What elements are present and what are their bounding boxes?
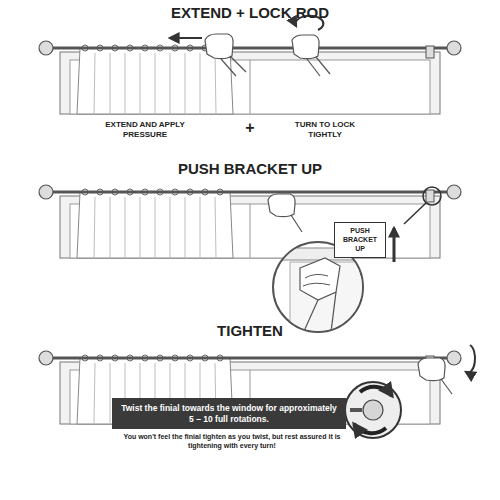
note-text: You won't feel the finial tighten as you…: [112, 433, 352, 450]
plus-sign: +: [235, 118, 265, 137]
step-caption: EXTEND AND APPLY PRESSURE: [95, 120, 195, 139]
section-heading: TIGHTEN: [0, 322, 500, 340]
section-heading: EXTEND + LOCK ROD: [0, 4, 500, 22]
section-heading: PUSH BRACKET UP: [0, 160, 500, 178]
instruction-box: Twist the finial towards the window for …: [112, 398, 346, 429]
node-text: Twist the finial towards the window for …: [120, 403, 338, 424]
step-caption: TURN TO LOCK TIGHTLY: [280, 120, 370, 139]
callout-box: PUSH BRACKET UP: [334, 222, 386, 258]
node-text: PUSH BRACKET UP: [338, 227, 382, 253]
